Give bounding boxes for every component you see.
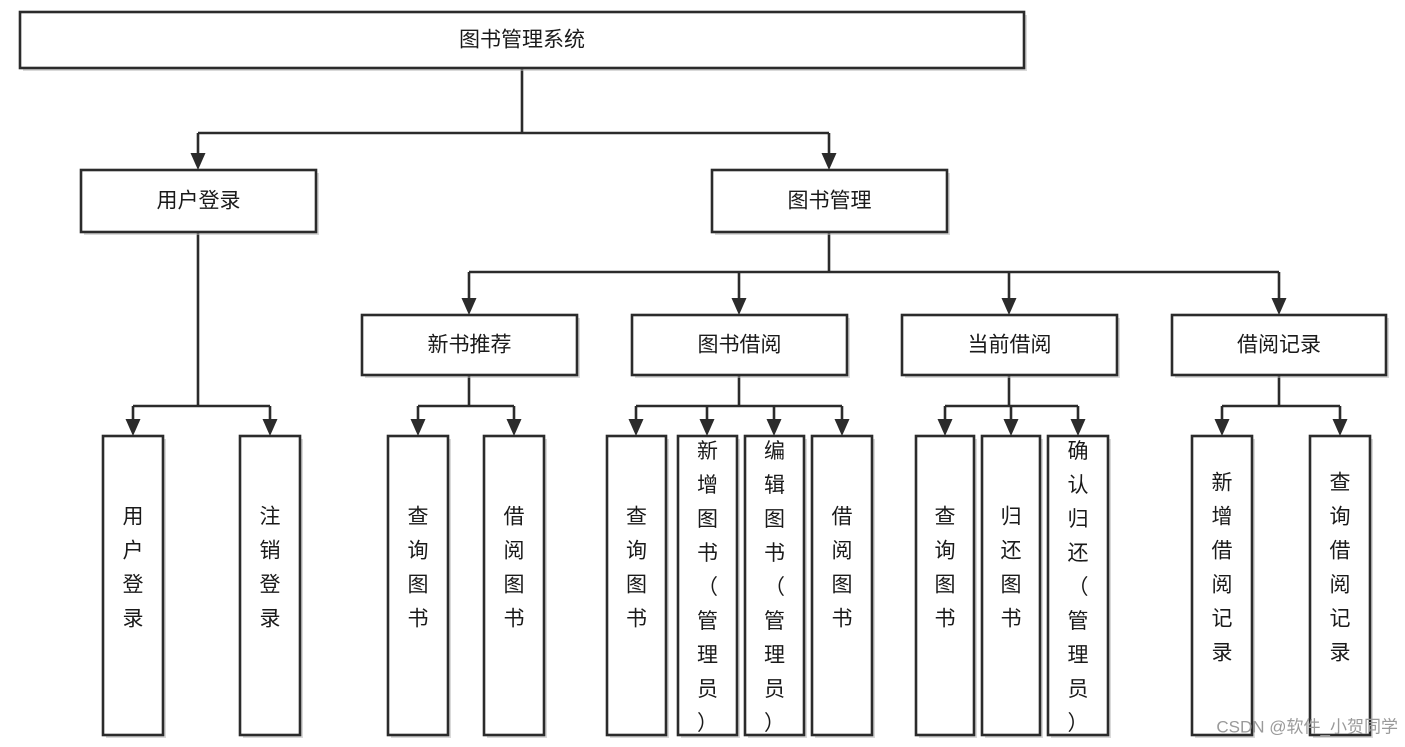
connector-arrow xyxy=(821,133,837,170)
connector-arrow xyxy=(1271,272,1287,315)
connector-arrow xyxy=(699,406,715,436)
node-label: 新书推荐 xyxy=(428,334,512,357)
node-level3-当前借阅[interactable]: 当前借阅 xyxy=(900,313,1120,378)
node-leaf-查询图书[interactable]: 查询图书 xyxy=(386,434,451,738)
node-label: 图书管理 xyxy=(788,190,872,213)
connector-arrow xyxy=(731,272,747,315)
connector-arrow xyxy=(190,133,206,170)
node-label: 借阅图书 xyxy=(832,506,853,631)
connector-arrow xyxy=(125,406,141,436)
connector-arrow xyxy=(1070,406,1086,436)
node-level3-图书借阅[interactable]: 图书借阅 xyxy=(630,313,850,378)
node-label: 查询借阅记录 xyxy=(1330,472,1351,665)
node-layer: 图书管理系统用户登录图书管理新书推荐图书借阅当前借阅借阅记录用户登录注销登录查询… xyxy=(18,10,1389,738)
node-label: 图书管理系统 xyxy=(459,29,585,52)
node-label: 查询图书 xyxy=(626,506,647,631)
node-leaf-查询借阅记录[interactable]: 查询借阅记录 xyxy=(1308,434,1373,738)
node-level2-图书管理[interactable]: 图书管理 xyxy=(710,168,950,235)
connector-arrow xyxy=(1214,406,1230,436)
node-label: 编辑图书（管理员） xyxy=(764,440,785,735)
node-level3-新书推荐[interactable]: 新书推荐 xyxy=(360,313,580,378)
node-leaf-编辑图书（管理员）[interactable]: 编辑图书（管理员） xyxy=(743,434,807,738)
node-label: 借阅记录 xyxy=(1237,334,1321,357)
node-leaf-借阅图书[interactable]: 借阅图书 xyxy=(482,434,547,738)
connector-layer xyxy=(125,68,1348,436)
connector-arrow xyxy=(628,406,644,436)
connector-group xyxy=(133,232,270,408)
connector-arrow xyxy=(410,406,426,436)
csdn-watermark: CSDN @软件_小贺同学 xyxy=(1216,717,1398,736)
node-label: 新增借阅记录 xyxy=(1212,472,1233,665)
node-label: 注销登录 xyxy=(260,506,281,631)
connector-group xyxy=(418,375,514,408)
connector-arrow xyxy=(1003,406,1019,436)
node-label: 新增图书（管理员） xyxy=(697,440,718,735)
connector-arrow xyxy=(937,406,953,436)
node-label: 用户登录 xyxy=(157,190,241,213)
node-leaf-新增借阅记录[interactable]: 新增借阅记录 xyxy=(1190,434,1255,738)
node-leaf-新增图书（管理员）[interactable]: 新增图书（管理员） xyxy=(676,434,740,738)
node-level3-借阅记录[interactable]: 借阅记录 xyxy=(1170,313,1389,378)
node-root-图书管理系统[interactable]: 图书管理系统 xyxy=(18,10,1027,71)
node-leaf-归还图书[interactable]: 归还图书 xyxy=(980,434,1043,738)
node-level2-用户登录[interactable]: 用户登录 xyxy=(79,168,319,235)
node-leaf-确认归还（管理员）[interactable]: 确认归还（管理员） xyxy=(1046,434,1111,738)
connector-group xyxy=(1222,375,1340,408)
connector-arrow xyxy=(834,406,850,436)
node-leaf-查询图书[interactable]: 查询图书 xyxy=(914,434,977,738)
node-label: 当前借阅 xyxy=(968,334,1052,357)
node-label: 查询图书 xyxy=(408,506,429,631)
node-label: 确认归还（管理员） xyxy=(1068,440,1089,735)
connector-arrow xyxy=(766,406,782,436)
connector-arrow xyxy=(1001,272,1017,315)
connector-arrow xyxy=(262,406,278,436)
connector-group xyxy=(469,232,1279,274)
node-leaf-注销登录[interactable]: 注销登录 xyxy=(238,434,303,738)
node-leaf-查询图书[interactable]: 查询图书 xyxy=(605,434,669,738)
connector-group xyxy=(945,375,1078,408)
connector-arrow xyxy=(506,406,522,436)
node-leaf-借阅图书[interactable]: 借阅图书 xyxy=(810,434,875,738)
connector-arrow xyxy=(1332,406,1348,436)
node-label: 用户登录 xyxy=(123,506,144,631)
node-label: 图书借阅 xyxy=(698,334,782,357)
connector-arrow xyxy=(461,272,477,315)
node-leaf-用户登录[interactable]: 用户登录 xyxy=(101,434,166,738)
connector-group xyxy=(198,68,829,135)
node-label: 查询图书 xyxy=(935,506,956,631)
node-label: 借阅图书 xyxy=(504,506,525,631)
node-label: 归还图书 xyxy=(1001,506,1022,631)
connector-group xyxy=(636,375,842,408)
